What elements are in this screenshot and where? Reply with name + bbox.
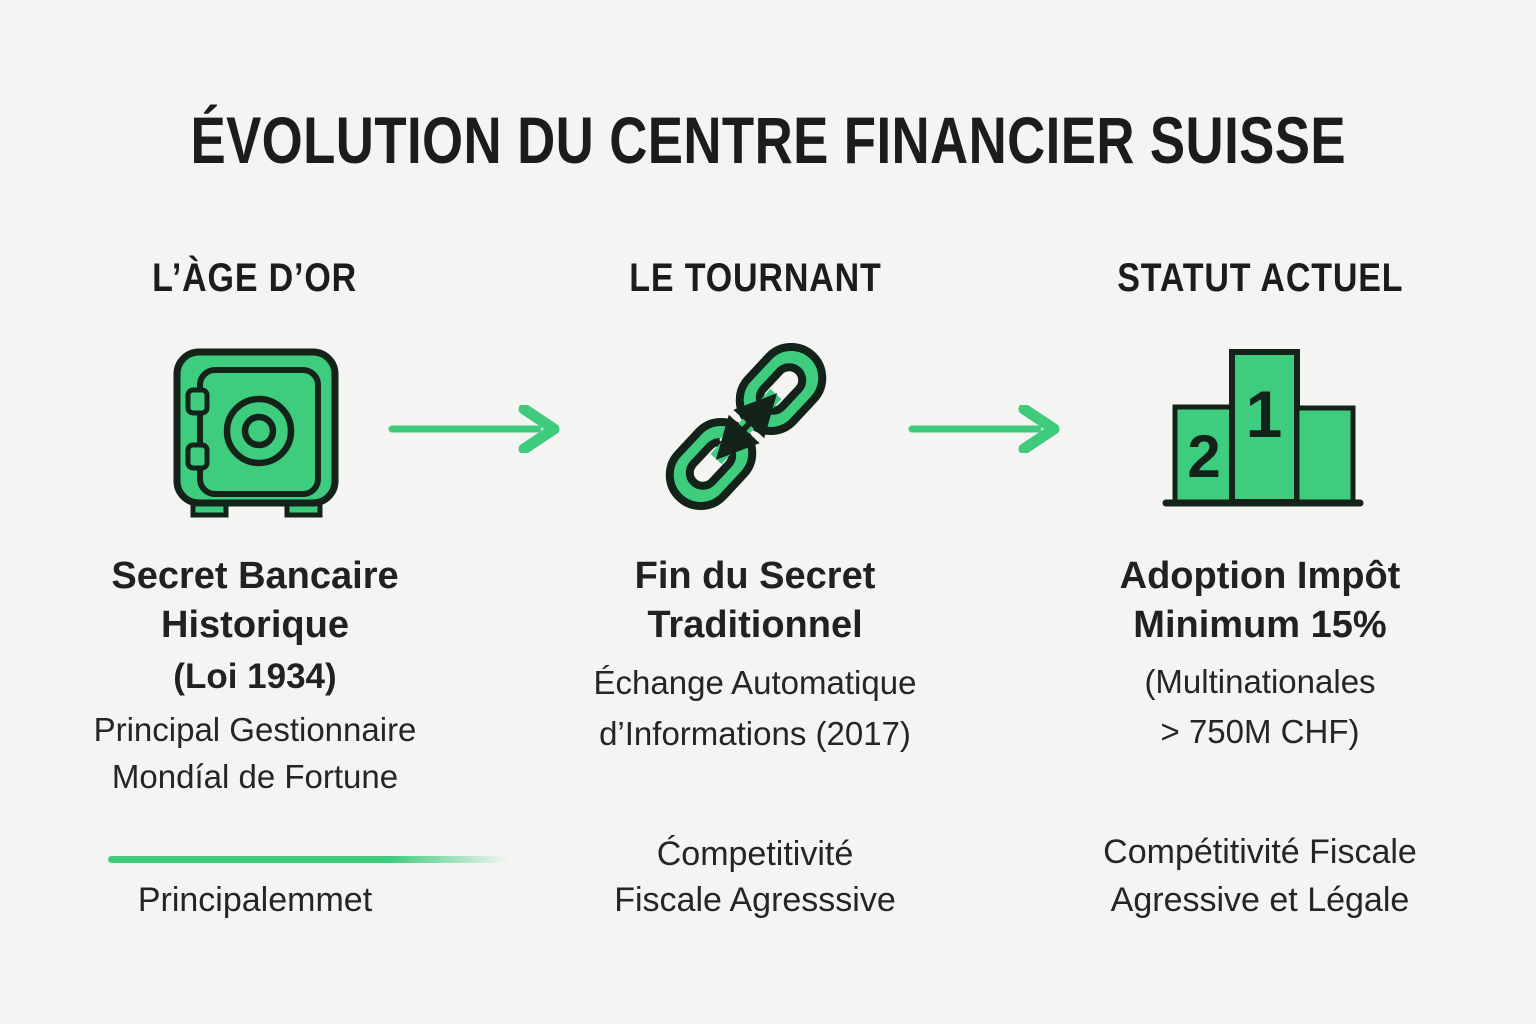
podium-rank-1: 1 — [1246, 377, 1283, 451]
column1-body: Principal Gestionnaire Mondíal de Fortun… — [93, 711, 417, 795]
column2-footer: Ćompetitivité Fiscale Agresssive — [614, 835, 896, 919]
column3-header: STATUT ACTUEL — [1116, 256, 1404, 300]
column3-heading: Adoption Impôt Minimum 15% — [1119, 555, 1401, 646]
column1-heading: Secret Bancaire Historique — [111, 555, 399, 646]
podium-rank-2: 2 — [1187, 423, 1220, 490]
podium-icon: 1 2 — [1158, 342, 1368, 519]
arrow-right-icon — [906, 403, 1068, 458]
column2-header: LE TOURNANT — [628, 256, 882, 300]
column2-body: Échange Automatique d’Informations (2017… — [593, 664, 917, 752]
arrow-right-icon — [386, 403, 568, 458]
page-title-text: ÉVOLUTION DU CENTRE FINANCIER SUISSE — [190, 103, 1346, 177]
green-divider-line — [108, 856, 508, 863]
safe-icon — [160, 340, 345, 530]
column3-footer: Compétitivité Fiscale Agressive et Légal… — [1103, 833, 1417, 919]
column1-header: L’ÀGE D’OR — [152, 256, 358, 300]
column1-subheading: (Loi 1934) — [173, 657, 337, 696]
page-title: ÉVOLUTION DU CENTRE FINANCIER SUISSE — [0, 102, 1536, 178]
column3-body: (Multinationales > 750M CHF) — [1144, 663, 1376, 750]
column1-footer: Principalemmet — [137, 881, 373, 919]
chain-link-icon — [650, 330, 860, 545]
column2-heading: Fin du Secret Traditionnel — [634, 555, 876, 646]
